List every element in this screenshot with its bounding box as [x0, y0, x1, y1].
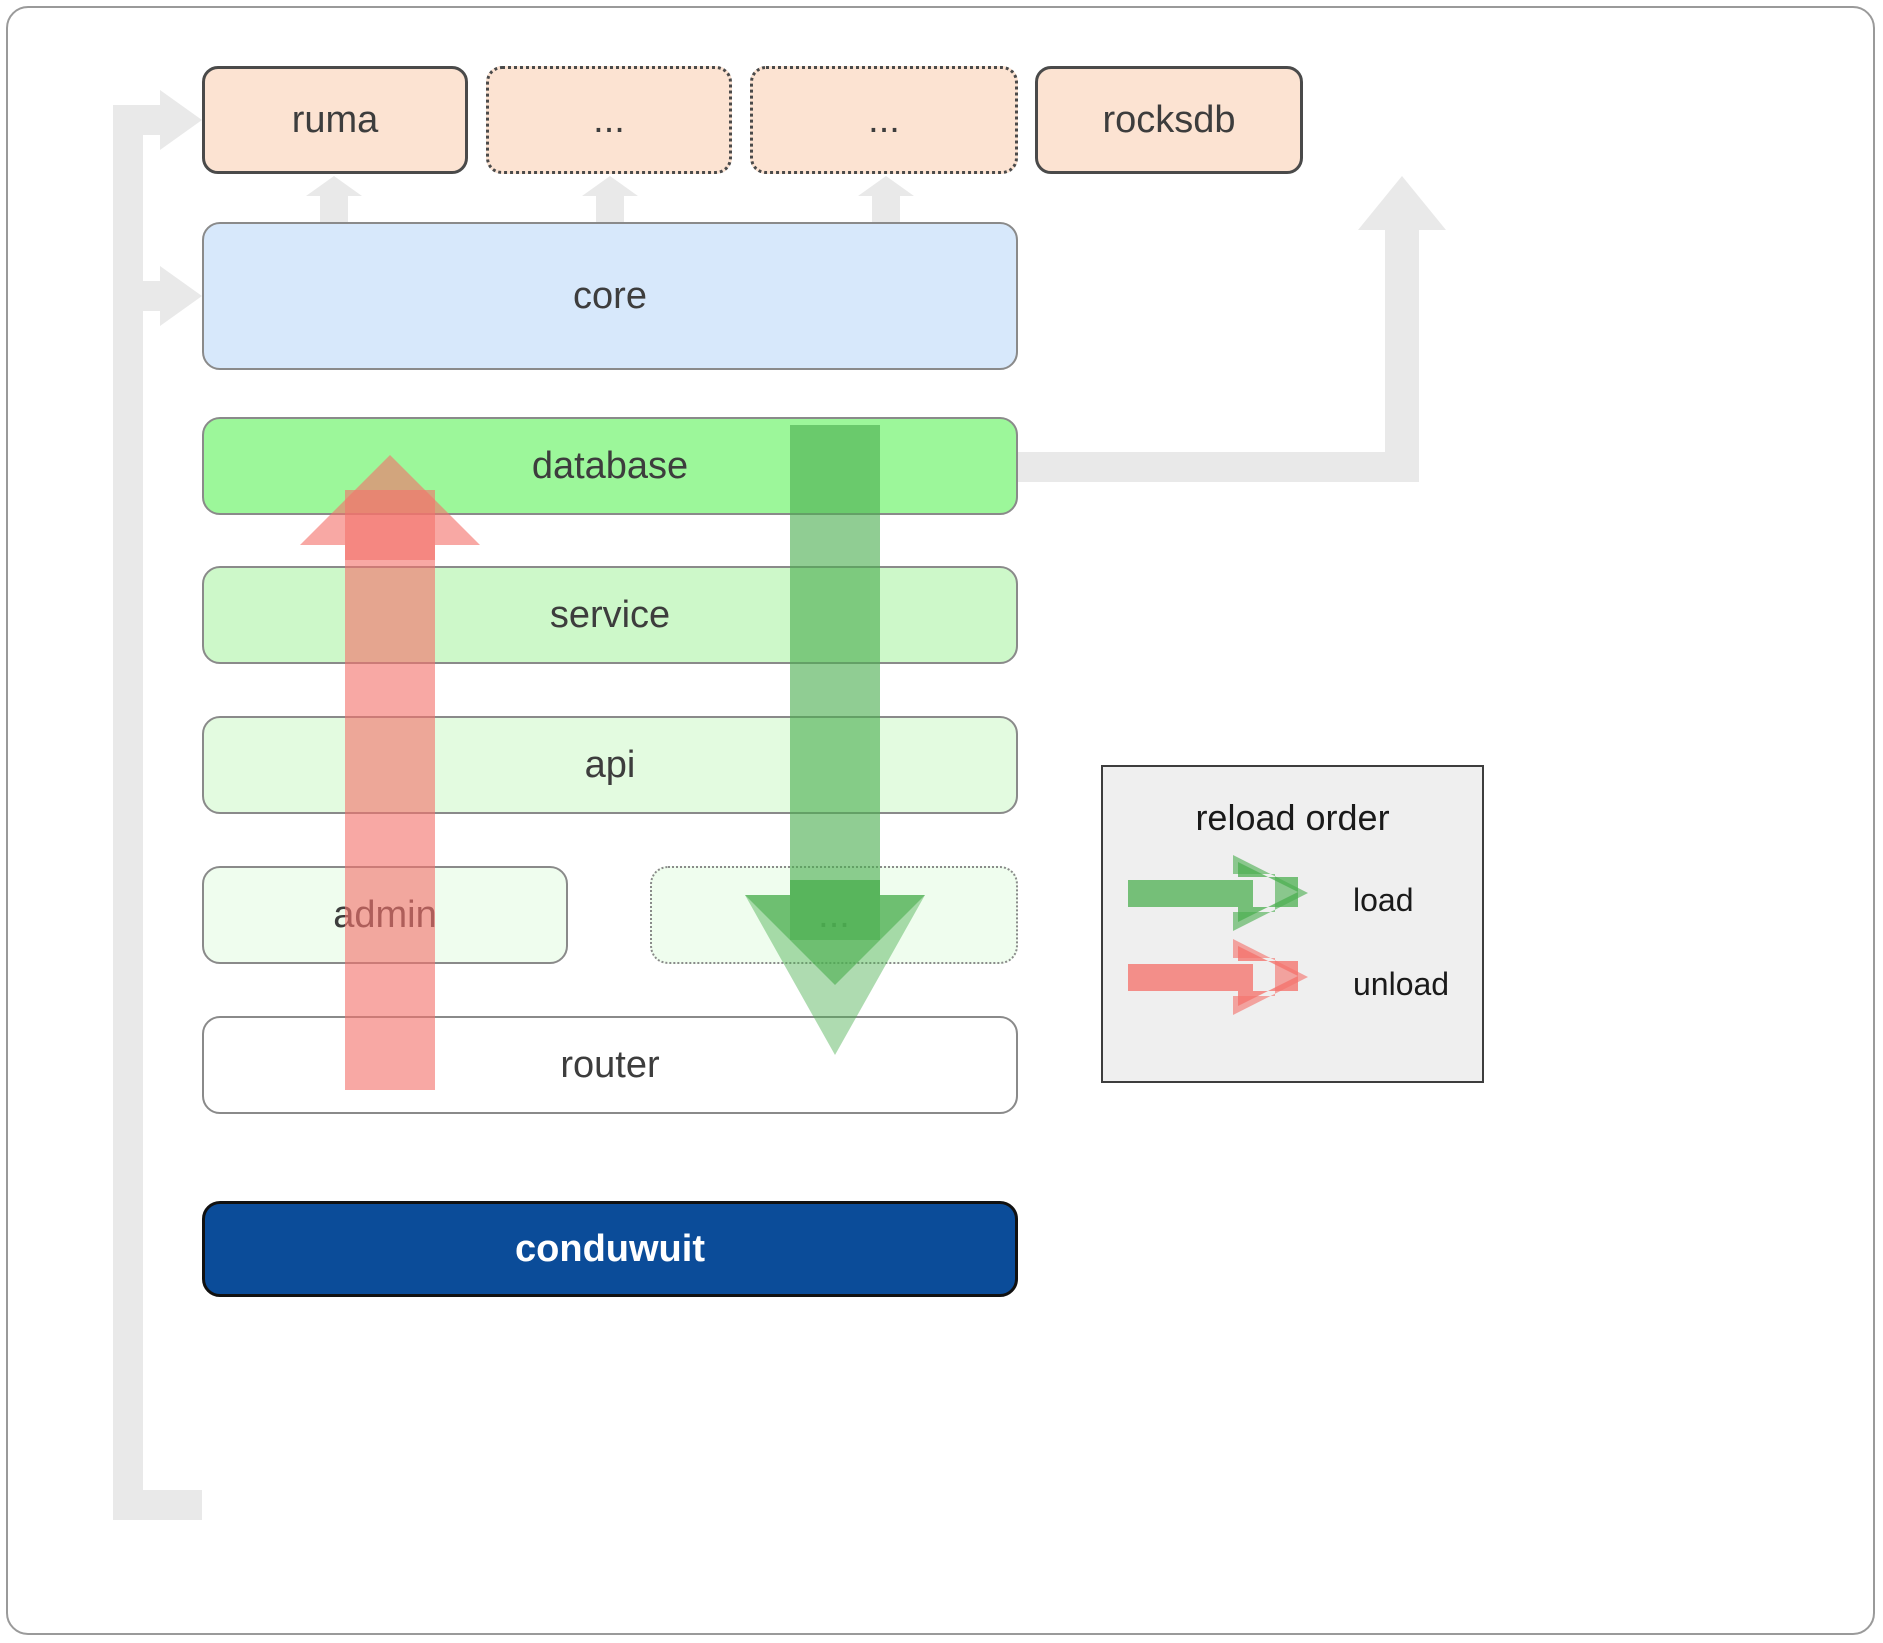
crate-label-admin: admin — [333, 893, 437, 936]
dependency-label-ruma: ruma — [291, 98, 379, 141]
crate-label-api: api — [584, 743, 636, 786]
legend-swatch-load — [1128, 855, 1308, 931]
dependency-box-rocksdb[interactable]: rocksdb — [1035, 66, 1303, 174]
dependency-box-placeholder-2[interactable]: ... — [750, 66, 1018, 174]
crate-box-router[interactable]: router — [202, 1016, 1018, 1114]
legend-label-load: load — [1353, 882, 1414, 918]
crate-box-api[interactable]: api — [202, 716, 1018, 814]
legend-label-unload: unload — [1353, 966, 1450, 1002]
legend-title: reload order — [1195, 797, 1390, 838]
dependency-label-rocksdb: rocksdb — [1102, 98, 1236, 141]
dependency-box-placeholder-1[interactable]: ... — [486, 66, 732, 174]
dependency-label-placeholder-1: ... — [593, 98, 625, 141]
crate-label-placeholder: ... — [818, 893, 850, 936]
crate-label-router: router — [560, 1043, 660, 1086]
crate-box-admin[interactable]: admin — [202, 866, 568, 964]
crate-box-core[interactable]: core — [202, 222, 1018, 370]
binary-label-conduwuit: conduwuit — [515, 1227, 705, 1270]
crate-box-placeholder[interactable]: ... — [650, 866, 1018, 964]
crate-label-service: service — [549, 593, 671, 636]
crate-label-core: core — [573, 274, 647, 317]
binary-box-conduwuit[interactable]: conduwuit — [202, 1201, 1018, 1297]
crate-box-database[interactable]: database — [202, 417, 1018, 515]
crate-label-database: database — [531, 444, 689, 487]
crate-box-service[interactable]: service — [202, 566, 1018, 664]
dependency-label-placeholder-2: ... — [868, 98, 900, 141]
legend-panel: reload order load unload — [1101, 765, 1484, 1083]
legend-arrow-swatches — [1128, 855, 1308, 1015]
legend-swatch-unload — [1128, 939, 1308, 1015]
dependency-box-ruma[interactable]: ruma — [202, 66, 468, 174]
